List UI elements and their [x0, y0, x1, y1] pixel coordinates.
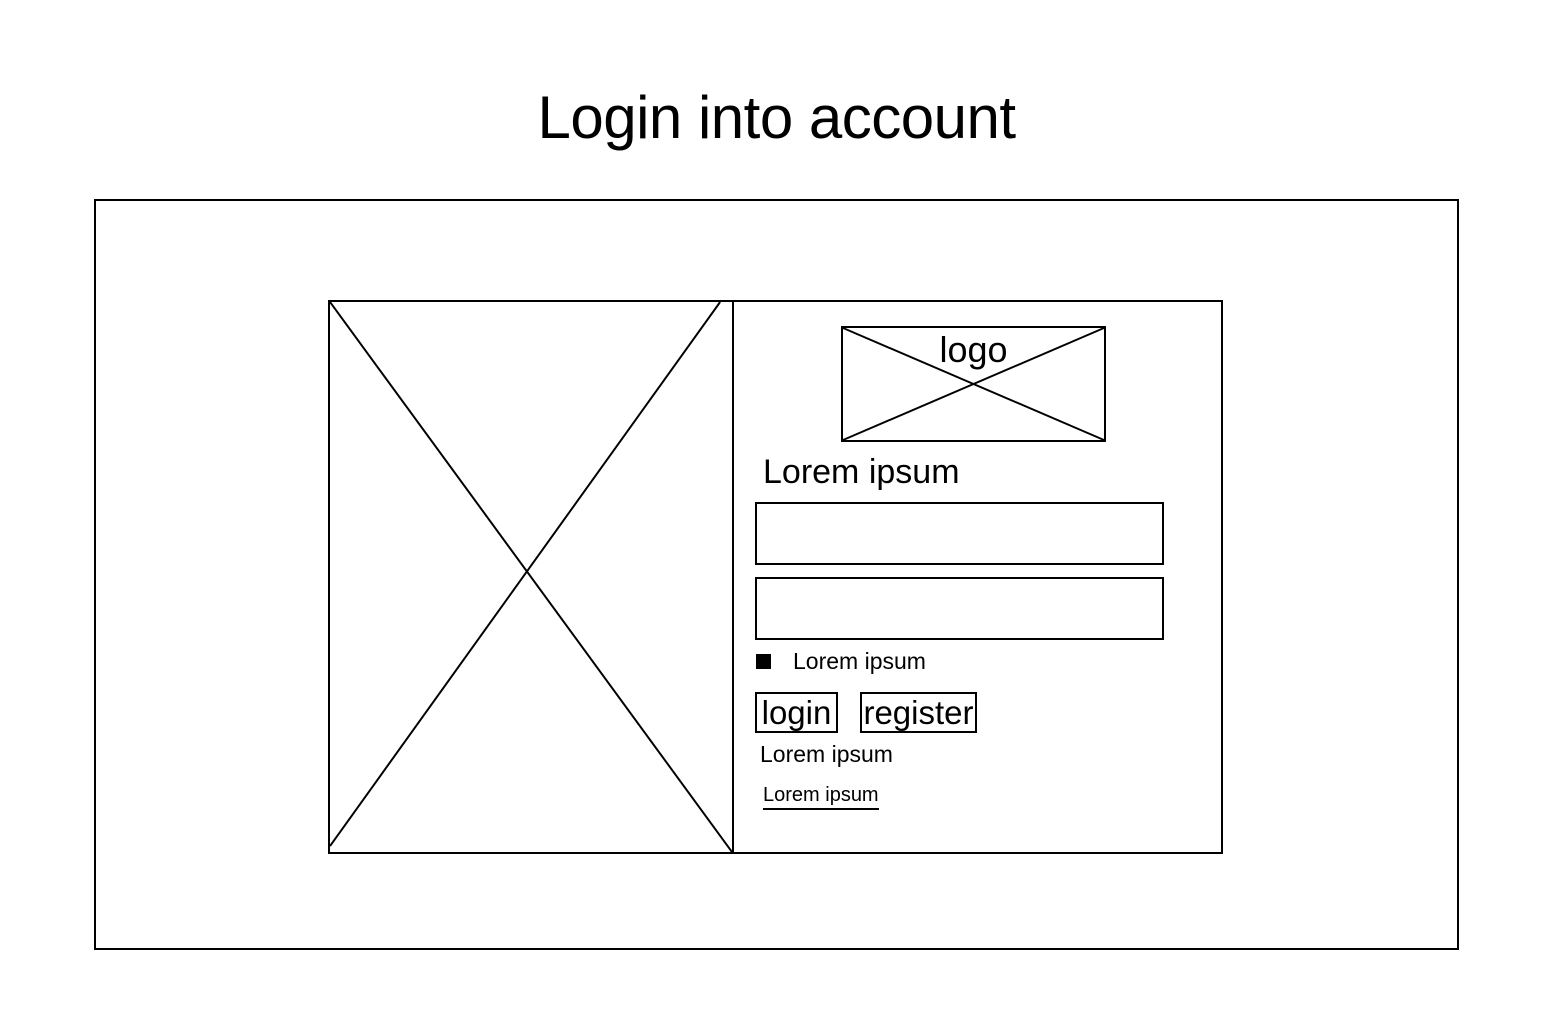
form-heading: Lorem ipsum: [763, 453, 960, 491]
footer-link[interactable]: Lorem ipsum: [763, 783, 879, 810]
page-title: Login into account: [537, 84, 1016, 151]
hero-image-placeholder: [328, 300, 734, 854]
browser-frame: [94, 199, 1459, 950]
username-field[interactable]: [755, 502, 1164, 565]
logo-placeholder: logo: [841, 326, 1106, 442]
password-field[interactable]: [755, 577, 1164, 640]
helper-text: Lorem ipsum: [760, 741, 893, 767]
image-placeholder-icon: [843, 328, 1104, 440]
image-placeholder-icon: [330, 302, 732, 852]
login-button[interactable]: login: [755, 692, 838, 733]
register-button[interactable]: register: [860, 692, 977, 733]
checkbox-label: Lorem ipsum: [793, 648, 926, 674]
logo-label: logo: [939, 329, 1008, 370]
remember-checkbox[interactable]: [756, 654, 771, 669]
